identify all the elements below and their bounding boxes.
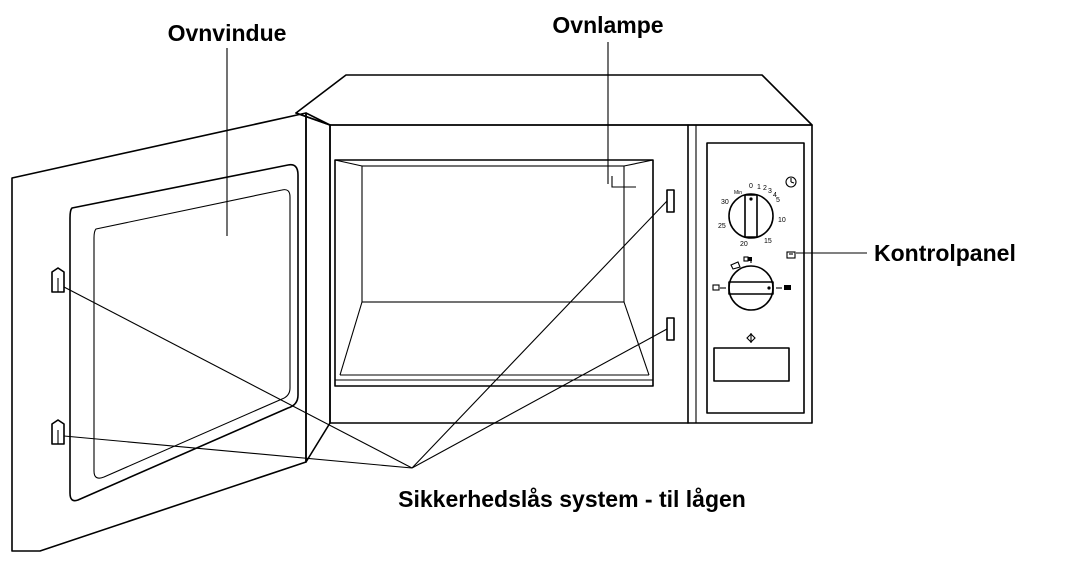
timer-tick-20: 20 xyxy=(740,241,748,248)
label-lamp: Ovnlampe xyxy=(552,12,663,38)
label-safety-lock: Sikkerhedslås system - til lågen xyxy=(398,486,746,512)
timer-tick-5: 5 xyxy=(776,197,780,204)
timer-tick-3: 3 xyxy=(768,188,772,195)
door-latch-lower xyxy=(51,419,65,445)
timer-tick-15: 15 xyxy=(764,238,772,245)
timer-tick-10: 10 xyxy=(778,217,786,224)
oven-door xyxy=(11,112,331,552)
oven-lamp xyxy=(611,176,636,188)
cavity-opening xyxy=(334,159,654,387)
oven-cavity xyxy=(334,159,675,387)
leader-lines xyxy=(63,42,867,469)
control-panel: 0 1 2 3 4 5 10 15 20 25 30 Min xyxy=(706,142,805,414)
lock-slot-upper xyxy=(666,189,675,213)
lock-slot-lower xyxy=(666,317,675,341)
power-dial[interactable] xyxy=(720,259,782,311)
oven-front xyxy=(329,124,813,424)
door-window xyxy=(93,189,291,479)
oven-body xyxy=(295,74,813,424)
timer-tick-0: 0 xyxy=(749,183,753,190)
microwave-icon xyxy=(786,251,796,259)
door-latch-upper xyxy=(51,267,65,293)
timer-unit: Min xyxy=(734,190,742,196)
timer-tick-25: 25 xyxy=(718,223,726,230)
clock-icon xyxy=(785,176,797,188)
panel-display xyxy=(713,347,790,382)
timer-tick-1: 1 xyxy=(757,184,761,191)
label-window: Ovnvindue xyxy=(168,20,287,46)
cavity-back-wall xyxy=(361,165,625,303)
door-frame xyxy=(69,163,299,502)
timer-tick-30: 30 xyxy=(721,199,729,206)
start-icon[interactable] xyxy=(746,333,756,343)
defrost-icon xyxy=(712,256,791,291)
oven-top xyxy=(295,74,813,126)
timer-tick-4: 4 xyxy=(773,192,777,199)
label-control-panel: Kontrolpanel xyxy=(874,240,1016,266)
timer-tick-2: 2 xyxy=(763,185,767,192)
timer-dial[interactable] xyxy=(728,193,774,239)
